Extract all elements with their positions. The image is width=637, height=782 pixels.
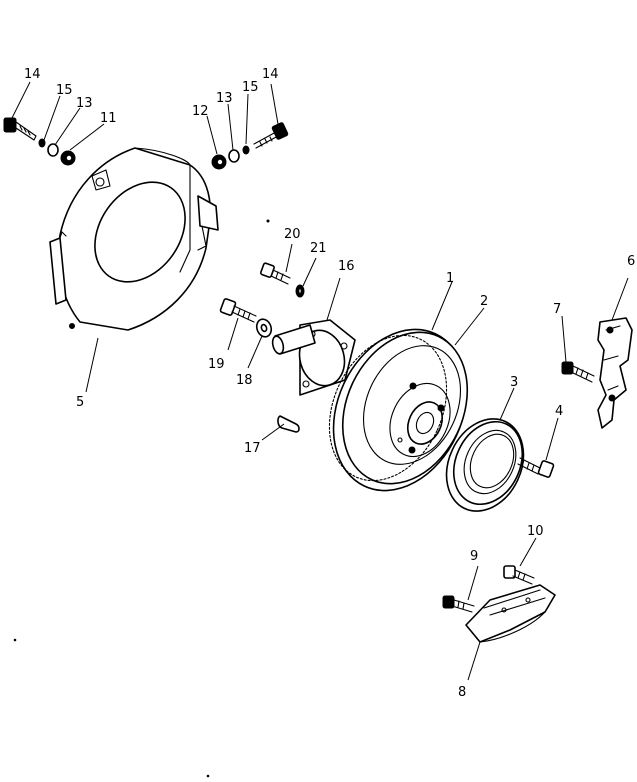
washer-18 <box>255 318 273 338</box>
callout-13-right: 13 <box>216 91 233 106</box>
callout-14-left: 14 <box>24 67 41 82</box>
scan-specks <box>13 219 270 778</box>
washer-21 <box>295 284 305 298</box>
bolt-19 <box>219 298 257 323</box>
bolt-20 <box>260 262 291 285</box>
bolt-9 <box>442 595 475 613</box>
callout-16: 16 <box>338 259 355 274</box>
callout-4: 4 <box>555 404 563 419</box>
spacer-13-left <box>47 143 59 157</box>
flywheel-1 <box>332 328 469 492</box>
callout-19: 19 <box>208 357 225 372</box>
key-17 <box>277 415 300 433</box>
spacer-13-right <box>228 149 240 163</box>
callout-13-left: 13 <box>76 96 93 111</box>
bolt-14-right <box>253 122 289 149</box>
callout-3: 3 <box>510 375 518 390</box>
nut-11 <box>60 150 76 166</box>
callout-12: 12 <box>192 104 209 119</box>
callout-6: 6 <box>627 254 635 269</box>
bolt-7 <box>561 361 595 383</box>
bracket-6 <box>597 317 633 429</box>
pulley-3 <box>445 418 525 512</box>
washer-15-right <box>242 145 250 155</box>
leader-lines <box>11 81 629 681</box>
callout-1: 1 <box>446 271 454 286</box>
bolt-14-left <box>3 117 37 141</box>
callout-9: 9 <box>470 549 478 564</box>
callout-14-right: 14 <box>262 67 279 82</box>
cover-plate-8 <box>465 584 556 643</box>
callout-15-right: 15 <box>242 80 259 95</box>
callout-11: 11 <box>100 111 117 126</box>
callout-18: 18 <box>236 373 253 388</box>
callout-7: 7 <box>553 302 561 317</box>
bolt-10 <box>503 565 535 585</box>
callout-10: 10 <box>527 524 544 539</box>
nut-12 <box>211 154 227 170</box>
ring-gear-2 <box>328 334 448 482</box>
washer-15-left <box>38 138 46 148</box>
callout-15-left: 15 <box>56 83 73 98</box>
bolt-4 <box>517 457 555 478</box>
callout-17: 17 <box>244 441 261 456</box>
callout-2: 2 <box>480 294 488 309</box>
callout-21: 21 <box>310 241 327 256</box>
callout-20: 20 <box>284 227 301 242</box>
callout-5: 5 <box>76 395 84 410</box>
flywheel-housing <box>49 147 219 331</box>
callout-8: 8 <box>458 685 466 700</box>
callout-labels: 14 15 13 11 12 13 15 14 1 2 3 4 6 7 16 2… <box>24 67 635 700</box>
shaft-flange-16 <box>271 319 356 396</box>
